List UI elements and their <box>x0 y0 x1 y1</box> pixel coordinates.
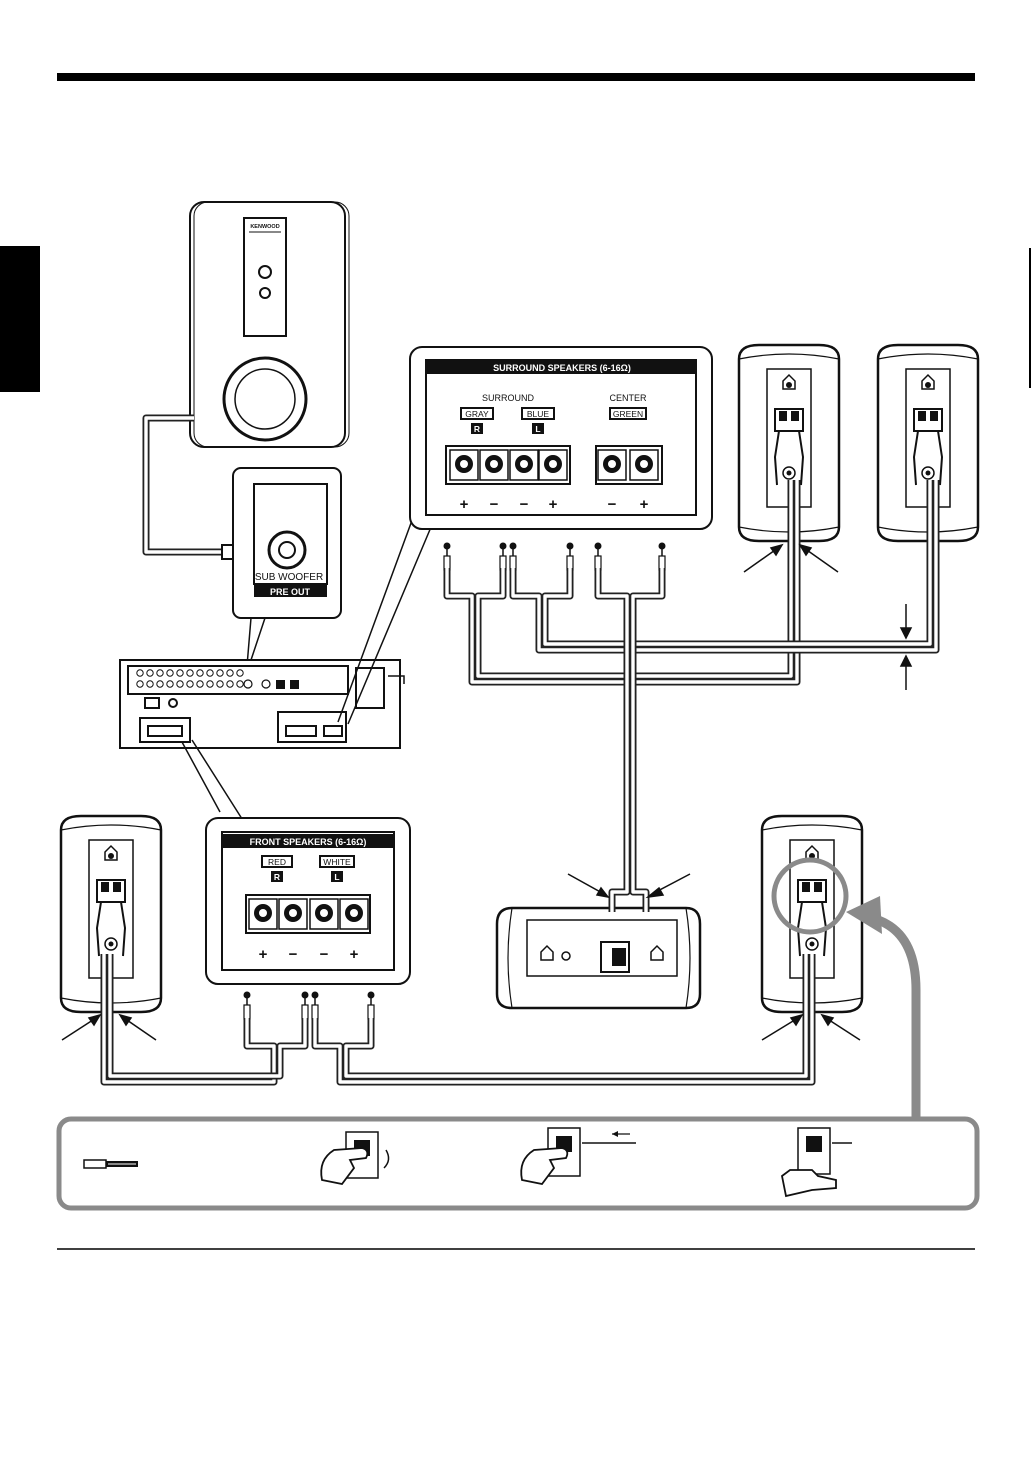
rca-jack <box>197 670 203 676</box>
front-polarity-sign: + <box>259 946 268 963</box>
highlight-curved-arrow <box>872 918 916 1118</box>
rca-jack <box>187 670 193 676</box>
rca-jack <box>157 681 163 687</box>
front-left-badge: L <box>334 872 339 882</box>
subwoofer: KENWOOD <box>190 202 349 447</box>
white-color-tag: WHITE <box>323 857 351 867</box>
front-polarity-sign: − <box>289 946 298 963</box>
rca-jack <box>227 681 233 687</box>
top-rule <box>57 73 975 81</box>
rca-jack <box>137 681 143 687</box>
instruction-strip <box>59 1119 977 1208</box>
red-color-tag: RED <box>268 857 286 867</box>
front-terminal-4 <box>340 899 368 929</box>
front-right-badge: R <box>274 872 280 882</box>
surround-polarity-sign: + <box>549 496 558 513</box>
pre-out-label: PRE OUT <box>270 587 311 597</box>
sub-out-jack <box>244 680 252 688</box>
rca-jack <box>167 681 173 687</box>
rca-jack <box>147 670 153 676</box>
surround-right-badge: R <box>474 424 480 434</box>
subwoofer-jack-label: SUB WOOFER <box>255 572 323 583</box>
wire-end-icon <box>84 1160 138 1168</box>
rca-jack <box>207 670 213 676</box>
rca-jack <box>147 681 153 687</box>
front-panel-header: FRONT SPEAKERS (6-16Ω) <box>250 837 367 847</box>
front-terminal-3 <box>310 899 338 929</box>
optical-port <box>290 680 299 689</box>
surround-terminal-4 <box>539 450 567 480</box>
front-polarity-sign: − <box>320 946 329 963</box>
surround-terminal-1 <box>450 450 478 480</box>
front-polarity-sign: + <box>350 946 359 963</box>
surround-panel-header: SURROUND SPEAKERS (6-16Ω) <box>493 363 631 373</box>
rca-jack <box>217 670 223 676</box>
rca-jack <box>187 681 193 687</box>
rca-jack <box>217 681 223 687</box>
pre-out-callout: SUB WOOFER PRE OUT <box>233 468 341 666</box>
surround-terminal-2 <box>480 450 508 480</box>
surround-polarity-sign: + <box>460 496 469 513</box>
rca-jack <box>177 670 183 676</box>
rca-jack <box>227 670 233 676</box>
surround-polarity-sign: − <box>608 496 617 513</box>
rca-jack <box>137 670 143 676</box>
surround-terminal-3 <box>510 450 538 480</box>
rca-jack <box>237 670 243 676</box>
side-tab <box>0 246 40 392</box>
surround-terminal-5 <box>598 450 626 480</box>
front-terminal-1 <box>249 899 277 929</box>
front-terminal-panel: FRONT SPEAKERS (6-16Ω) RED WHITE R L + − −… <box>206 818 410 984</box>
rca-jack <box>177 681 183 687</box>
green-color-tag: GREEN <box>613 409 643 419</box>
surround-polarity-sign: − <box>490 496 499 513</box>
rca-jack <box>237 681 243 687</box>
surround-left-badge: L <box>535 424 540 434</box>
rca-jack <box>167 670 173 676</box>
subwoofer-brand: KENWOOD <box>250 224 279 230</box>
center-speaker <box>497 908 700 1008</box>
rca-jack <box>262 680 270 688</box>
rca-jack <box>197 681 203 687</box>
center-group-label: CENTER <box>609 393 647 403</box>
blue-color-tag: BLUE <box>527 409 550 419</box>
surround-terminal-6 <box>630 450 658 480</box>
rca-jack <box>157 670 163 676</box>
rca-jack <box>207 681 213 687</box>
gray-color-tag: GRAY <box>465 409 489 419</box>
surround-polarity-sign: + <box>640 496 649 513</box>
receiver-back-panel <box>120 660 404 748</box>
surround-group-label: SURROUND <box>482 393 535 403</box>
front-terminal-2 <box>279 899 307 929</box>
optical-port <box>276 680 285 689</box>
surround-polarity-sign: − <box>520 496 529 513</box>
surround-terminal-panel: SURROUND SPEAKERS (6-16Ω) SURROUND CENTE… <box>410 347 712 529</box>
